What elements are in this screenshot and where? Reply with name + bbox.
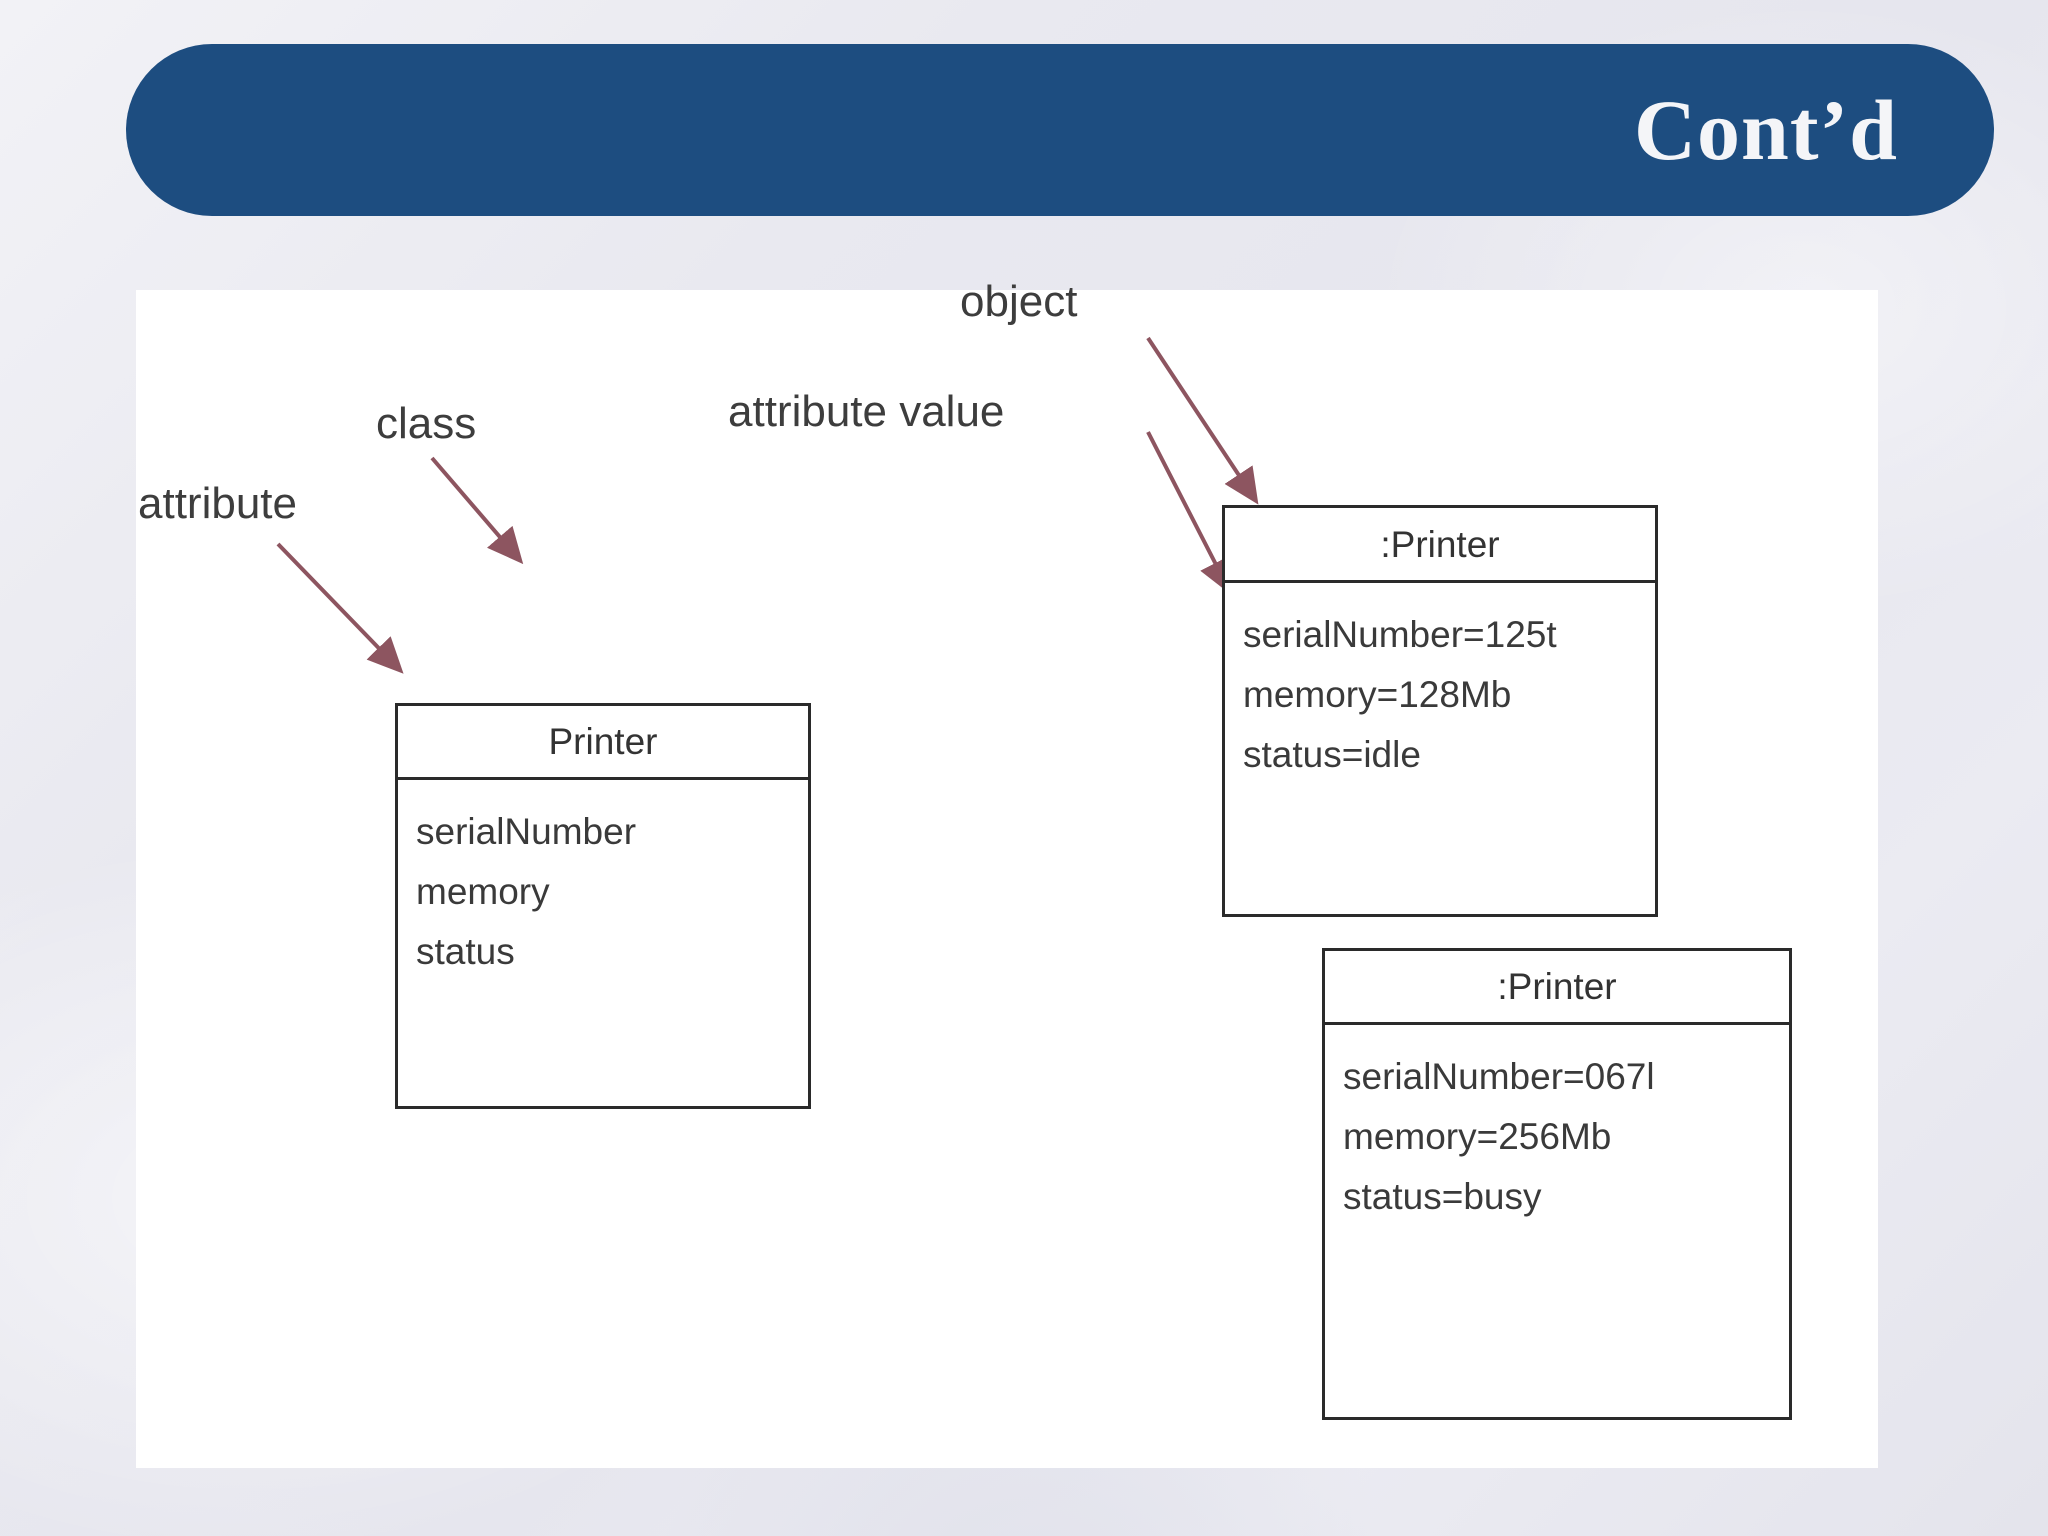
annotation-label-object: object: [960, 277, 1078, 326]
uml-attribute-value-row: serialNumber=125t: [1243, 614, 1557, 655]
uml-attribute-value-row: memory=256Mb: [1343, 1115, 1612, 1157]
uml-class-box: Printer serialNumber memory status: [395, 703, 811, 1109]
uml-attribute-row: status: [416, 930, 515, 972]
annotation-label-attribute-value: attribute value: [728, 387, 1005, 436]
uml-attribute-value-row: serialNumber=067l: [1343, 1056, 1655, 1097]
slide-title-bar: Cont’d: [126, 44, 1994, 216]
uml-attribute-row: serialNumber: [416, 811, 637, 852]
annotation-label-attribute: attribute: [138, 479, 297, 528]
uml-object-box-1-name: :Printer: [1225, 508, 1655, 583]
uml-attribute-value-row: status=busy: [1343, 1175, 1542, 1217]
uml-attribute-value-row: memory=128Mb: [1243, 673, 1512, 715]
uml-object-box-2-attributes: serialNumber=067l memory=256Mb status=bu…: [1325, 1025, 1789, 1227]
slide-content-panel: attribute class attribute value object P…: [136, 280, 1878, 1468]
annotation-label-class: class: [376, 399, 477, 448]
uml-object-box-1: :Printer serialNumber=125t memory=128Mb …: [1222, 505, 1658, 917]
page-title: Cont’d: [1633, 82, 1898, 178]
uml-attribute-row: memory: [416, 870, 550, 912]
arrow-attribute: [276, 542, 404, 674]
arrow-object: [1146, 336, 1259, 505]
uml-diagram: attribute class attribute value object P…: [136, 280, 1878, 1468]
arrow-class: [430, 456, 524, 565]
uml-class-box-name: Printer: [398, 706, 808, 780]
uml-attribute-value-row: status=idle: [1243, 733, 1421, 775]
arrow-attribute-value: [1146, 431, 1232, 596]
uml-object-box-2: :Printer serialNumber=067l memory=256Mb …: [1322, 948, 1792, 1420]
uml-object-box-2-name: :Printer: [1325, 951, 1789, 1025]
uml-class-box-attributes: serialNumber memory status: [398, 780, 808, 982]
uml-object-box-1-attributes: serialNumber=125t memory=128Mb status=id…: [1225, 583, 1655, 785]
